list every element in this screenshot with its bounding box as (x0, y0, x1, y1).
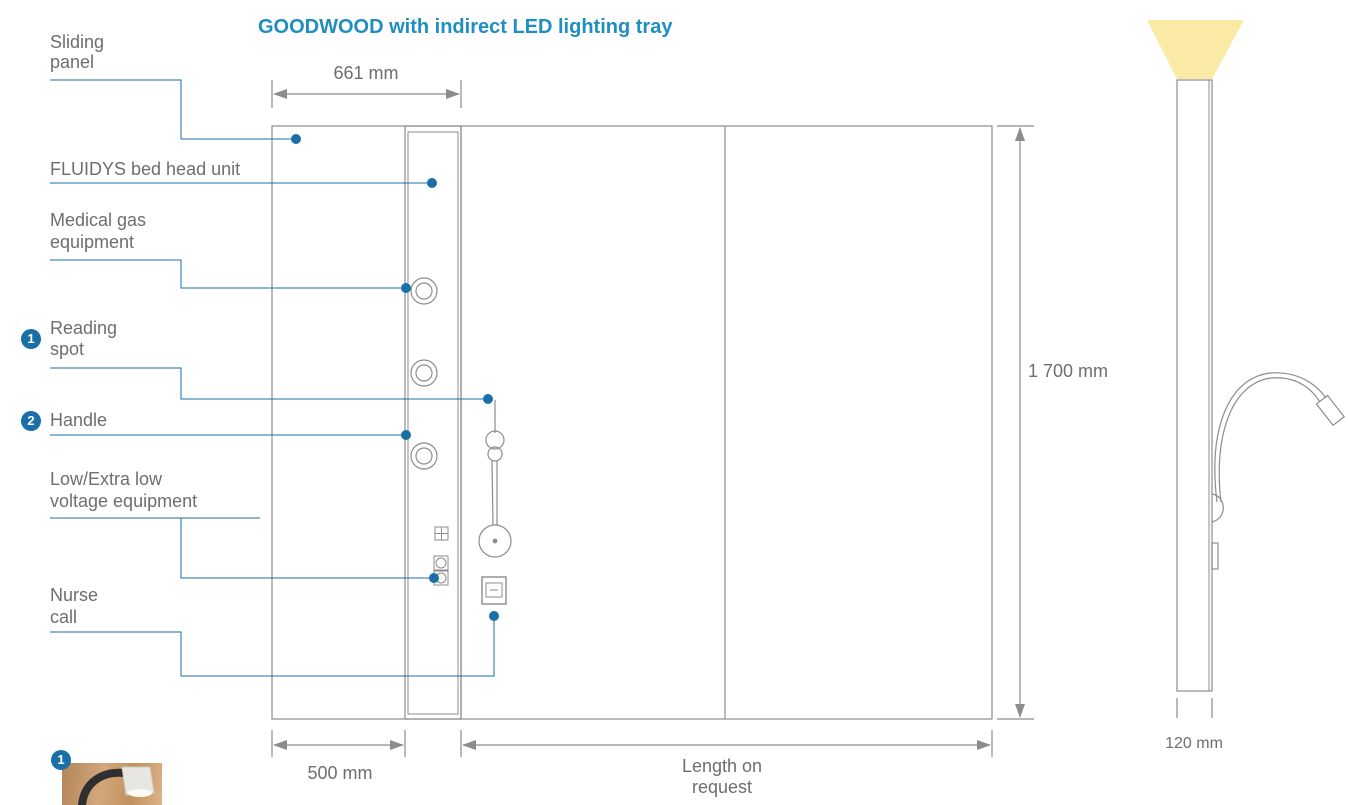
label-sliding-panel-line1: Sliding (50, 32, 105, 52)
label-handle: Handle (50, 410, 108, 430)
badge-handle: 2 (21, 411, 41, 431)
side-reading-arm (1214, 372, 1327, 503)
side-reading-head (1315, 394, 1345, 427)
dim-label-depth: 120 mm (1165, 735, 1223, 752)
light-beam (1147, 20, 1244, 79)
label-nurse-call-line2: call (50, 607, 78, 627)
socket-icon (433, 555, 449, 586)
label-bed-head-unit: FLUIDYS bed head unit (50, 159, 241, 179)
dim-label-unit-width: 500 mm (307, 763, 373, 783)
label-reading-spot-line1: Reading (50, 318, 118, 338)
nurse-call-box-icon (481, 576, 507, 605)
wall-outline (271, 125, 993, 720)
badge-reading-spot: 1 (21, 329, 41, 349)
side-handle (1211, 493, 1224, 523)
label-medical-gas-line2: equipment (50, 232, 135, 252)
leader-low-voltage-drop (180, 518, 434, 579)
dim-label-height: 1 700 mm (1028, 361, 1109, 381)
front-view (271, 125, 993, 720)
label-nurse-call-line1: Nurse (50, 585, 99, 605)
leader-reading-spot (50, 367, 488, 400)
leader-lines (50, 79, 495, 677)
label-sliding-panel-line2: panel (50, 52, 95, 72)
bed-head-unit-frame (404, 125, 462, 720)
gas-outlet-2 (410, 359, 438, 387)
leader-nurse-call (50, 616, 495, 677)
label-low-voltage-line2: voltage equipment (50, 491, 198, 511)
reading-spot-photo (62, 763, 162, 805)
label-reading-spot-line2: spot (50, 339, 85, 359)
leader-medical-gas (50, 259, 406, 289)
diagram-title: GOODWOOD with indirect LED lighting tray (258, 16, 673, 38)
reading-spot-front (478, 400, 512, 558)
label-medical-gas-line1: Medical gas (50, 210, 147, 230)
leader-dots (291, 134, 499, 621)
gas-outlet-1 (410, 277, 438, 305)
leader-sliding-panel (50, 79, 296, 140)
side-view (1147, 20, 1345, 718)
dim-label-length-line1: Length on (681, 756, 763, 776)
label-low-voltage-line1: Low/Extra low (50, 469, 163, 489)
bed-head-unit-inner (407, 131, 459, 715)
switch-icon (434, 526, 449, 541)
badge-photo: 1 (51, 750, 71, 770)
dim-label-panel-width: 661 mm (333, 63, 399, 83)
dimension-lines (271, 80, 1034, 757)
gas-outlet-3 (410, 442, 438, 470)
side-socket (1211, 542, 1219, 570)
side-panel (1176, 79, 1213, 692)
reading-spot-photo-image (78, 766, 155, 805)
dim-label-length-line2: request (691, 777, 753, 797)
